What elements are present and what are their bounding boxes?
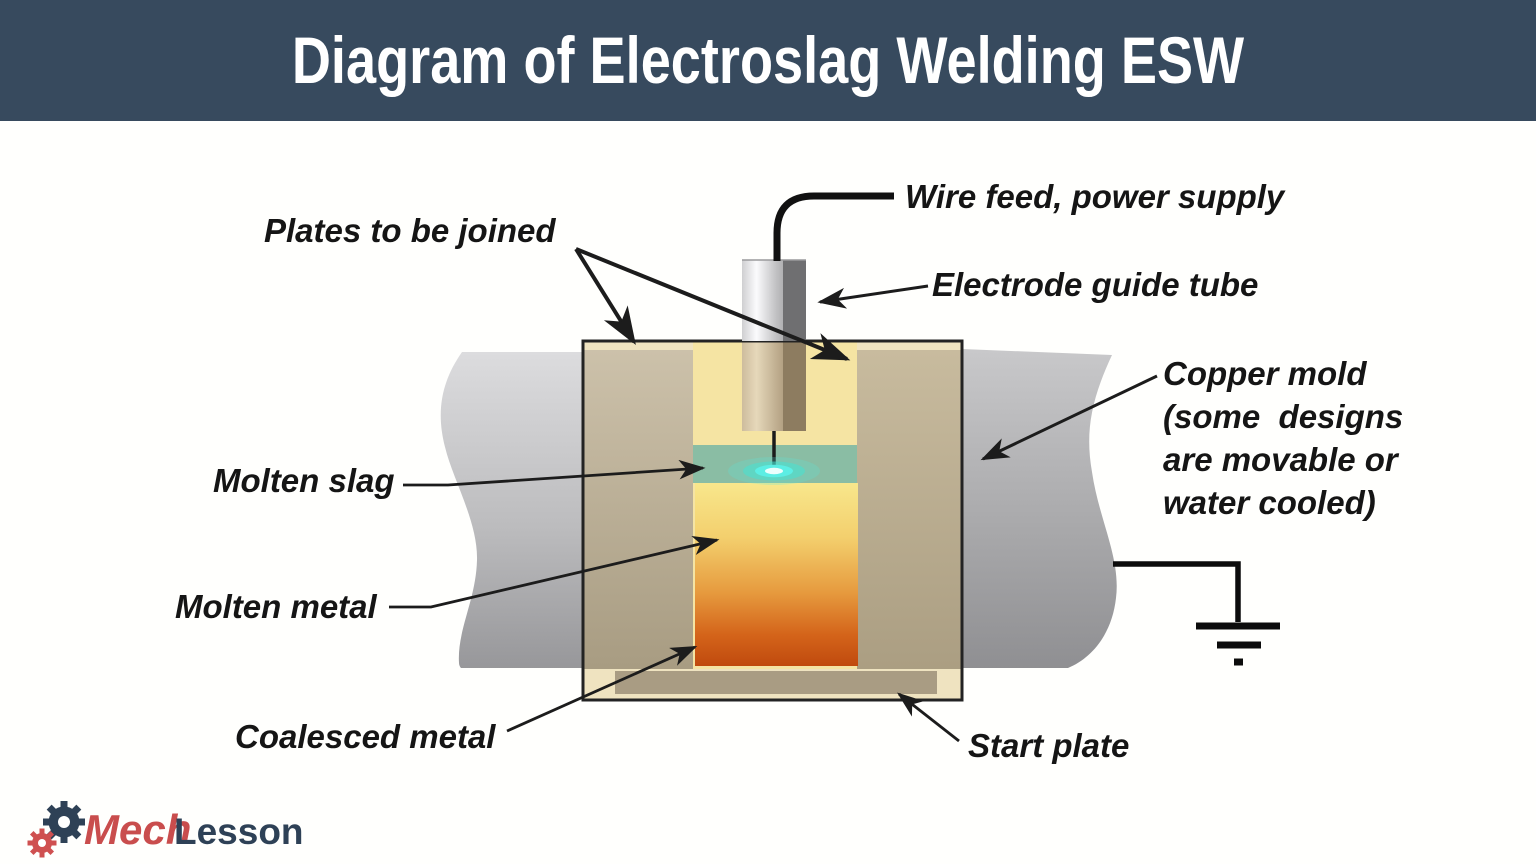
electrode-leader [817,284,929,309]
brand-lesson-text: Lesson [174,811,304,852]
brand-mech-text: Mech [84,806,191,853]
copper-mold-leader [980,374,1158,461]
left-plate-shape [440,352,583,668]
header-banner: Diagram of Electroslag Welding ESW [0,0,1536,121]
page-title: Diagram of Electroslag Welding ESW [291,23,1245,97]
plates-leader-left [574,247,636,346]
plates-leader-right [575,247,851,361]
label-wire-feed: Wire feed, power supply [905,178,1286,215]
brand-logo: Mech Lesson [27,801,304,858]
right-plate-shape [962,349,1117,668]
arc-glow [728,457,820,485]
label-molten-slag: Molten slag [213,462,395,499]
gear-icon-large [43,801,85,843]
label-molten-metal: Molten metal [175,588,378,625]
label-electrode-guide-tube: Electrode guide tube [932,266,1258,303]
label-coalesced-metal: Coalesced metal [235,718,496,755]
gear-icon-small [27,828,57,858]
svg-text:(some designs: (some designs [1163,398,1403,435]
svg-text:are movable or: are movable or [1163,441,1400,478]
wire-feed-cable [773,192,894,261]
svg-text:water cooled): water cooled) [1163,484,1376,521]
molten-metal-pool [695,483,858,666]
start-plate-leader [897,692,960,743]
diagram-canvas: Wire feed, power supply Plates to be joi… [27,178,1403,858]
electrode-tube-lower-stripe [783,341,806,431]
label-copper-mold: Copper mold (some designs are movable or… [1163,355,1403,521]
molten-slag-leader [403,459,706,487]
ground-symbol [1113,561,1280,666]
mold-left-overlap [583,350,693,669]
start-plate-bar [615,671,937,694]
mold-right-overlap [857,350,962,669]
svg-text:Copper mold: Copper mold [1163,355,1367,392]
coalesced-metal-leader [506,645,698,733]
electrode-tube-lower [742,341,806,431]
label-start-plate: Start plate [968,727,1129,764]
ground-wire [1113,561,1241,622]
label-plates-to-be-joined: Plates to be joined [264,212,556,249]
molten-metal-leader [389,535,720,609]
electrode-tube-upper-stripe [783,260,806,341]
